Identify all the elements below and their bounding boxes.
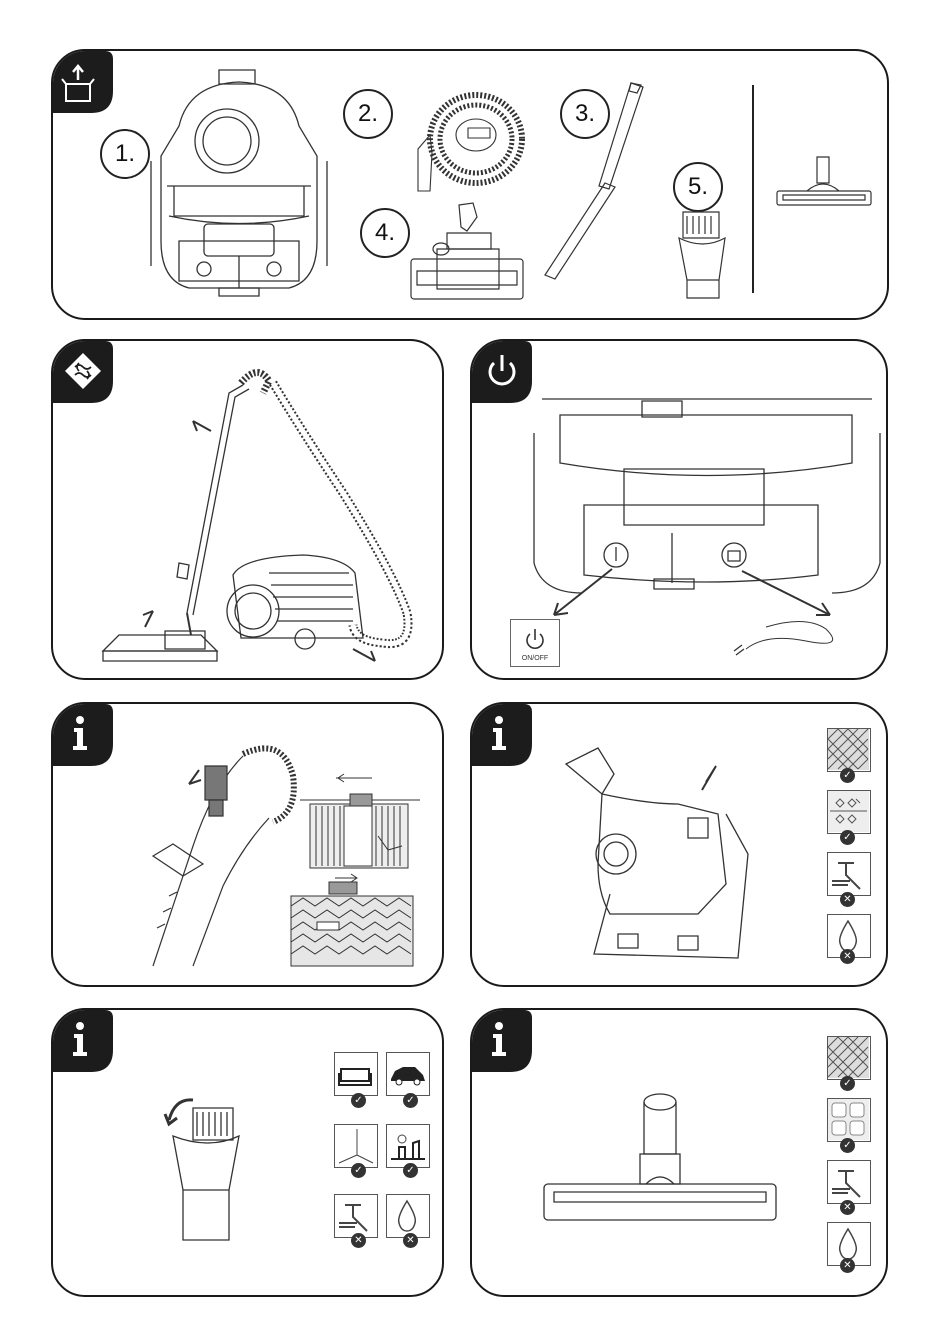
telescopic-tube-illustration [543,79,653,284]
cross-icon: ✕ [351,1233,366,1248]
on-off-switch[interactable]: ON/OFF [510,619,560,667]
check-icon: ✓ [403,1163,418,1178]
corner-icon [335,1125,376,1166]
hose-illustration [408,83,528,195]
surface-water-tile [386,1194,430,1238]
water-drop-icon [387,1195,428,1236]
check-icon: ✓ [351,1163,366,1178]
check-icon: ✓ [840,830,855,845]
surface-sofa-tile [334,1052,378,1096]
check-icon: ✓ [840,1138,855,1153]
info-icon [472,1010,532,1072]
parquet-nozzle-illustration [775,155,873,211]
surface-nail-tile [827,1160,871,1204]
unbox-icon [53,51,113,113]
surface-shelf-tile [386,1124,430,1168]
rug-illustration [289,872,415,968]
floor-nozzle-illustration [407,201,527,301]
nail-icon [828,1161,869,1202]
brush-detail-illustration [149,1090,269,1250]
check-icon: ✓ [840,1076,855,1091]
shelf-icon [387,1125,428,1166]
check-icon: ✓ [351,1093,366,1108]
surface-carpet-tile [827,1036,871,1080]
power-symbol-icon [511,624,559,654]
part-number-4: 4. [360,208,410,258]
vacuum-body-illustration [149,66,329,301]
part-number-1: 1. [100,129,150,179]
assembled-vacuum-illustration [93,363,443,673]
divider [752,85,754,293]
check-icon: ✓ [840,768,855,783]
car-icon [387,1053,428,1094]
curtain-illustration [300,770,420,868]
surface-carpet-tile [827,728,871,772]
carpet-pattern-icon [828,1037,869,1078]
on-off-label: ON/OFF [511,655,559,662]
cross-icon: ✕ [403,1233,418,1248]
carpet-pattern-icon [828,729,869,770]
surface-rug-tile [827,790,871,834]
sofa-icon [335,1053,376,1094]
brush-nozzle-illustration [673,206,733,302]
surface-corner-tile [334,1124,378,1168]
parquet-nozzle-panel: ✓ ✓ ✕ ✕ [470,1008,888,1297]
assembly-panel [51,339,444,680]
surface-nail-tile [334,1194,378,1238]
brush-nozzle-panel: ✓ ✓ ✓ ✓ ✕ ✕ [51,1008,444,1297]
cross-icon: ✕ [840,1258,855,1273]
rug-pattern-icon [828,791,869,832]
info-icon [53,1010,113,1072]
part-number-5: 5. [673,162,723,212]
nail-icon [335,1195,376,1236]
surface-nail-tile [827,852,871,896]
surface-car-tile [386,1052,430,1096]
power-icon [472,341,532,403]
slide-accessory-panel [51,702,444,987]
floor-nozzle-panel: ✓ ✓ ✕ ✕ [470,702,888,987]
cross-icon: ✕ [840,949,855,964]
power-panel: ON/OFF [470,339,888,680]
surface-tiles-tile [827,1098,871,1142]
part-number-2: 2. [343,89,393,139]
nail-icon [828,853,869,894]
info-icon [472,704,532,766]
cross-icon: ✕ [840,892,855,907]
floor-nozzle-detail-illustration [558,744,768,964]
vacuum-front-illustration [532,393,882,673]
tiles-icon [828,1099,869,1140]
cross-icon: ✕ [840,1200,855,1215]
contents-panel: 1. 2. 3. 4. 5. [51,49,889,320]
check-icon: ✓ [403,1093,418,1108]
parquet-nozzle-detail-illustration [540,1090,780,1230]
hose-handle-illustration [93,726,303,966]
